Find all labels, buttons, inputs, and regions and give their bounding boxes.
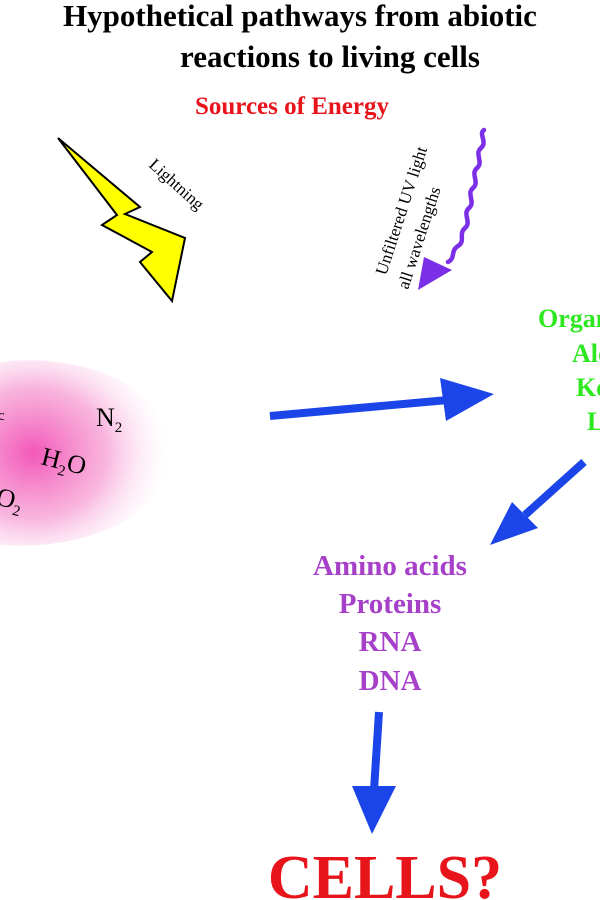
diagram-title-line1: Hypothetical pathways from abiotic bbox=[63, 0, 537, 33]
biomolecule-item-2: RNA bbox=[359, 626, 422, 658]
cells-result-label: CELLS? bbox=[268, 844, 502, 900]
arrow-organics-to-biomolecules-head-icon bbox=[490, 502, 538, 545]
molecule-co2: CO2 bbox=[0, 478, 26, 521]
arrow-biomolecules-to-cells-head-icon bbox=[352, 786, 396, 834]
arrow-atmosphere-to-organics-head-icon bbox=[440, 378, 494, 421]
organic-item-2: Ketones bbox=[576, 373, 600, 402]
lightning-bolt-icon bbox=[57, 137, 187, 304]
molecule-clipped: c bbox=[0, 408, 5, 424]
energy-sources-heading: Sources of Energy bbox=[195, 93, 389, 120]
organic-item-0: Organic molecules bbox=[538, 304, 600, 333]
arrow-atmosphere-to-organics bbox=[269, 396, 449, 420]
arrow-biomolecules-to-cells bbox=[370, 711, 383, 791]
organic-item-3: Lipids bbox=[587, 407, 600, 436]
primordial-atmosphere-cloud bbox=[0, 360, 168, 546]
arrow-organics-to-biomolecules bbox=[522, 459, 587, 518]
organic-item-1: Aldehydes bbox=[572, 339, 600, 368]
uv-light-wavy-arrow-icon bbox=[445, 127, 487, 265]
biomolecule-item-3: DNA bbox=[359, 665, 422, 697]
biomolecule-item-0: Amino acids bbox=[313, 550, 467, 582]
diagram-title-line2: reactions to living cells bbox=[180, 39, 480, 74]
uv-arrow-head-icon bbox=[418, 257, 452, 290]
lightning-label: Lightning bbox=[145, 155, 208, 214]
biomolecule-item-1: Proteins bbox=[339, 588, 442, 620]
molecule-n2: N2 bbox=[96, 403, 122, 436]
